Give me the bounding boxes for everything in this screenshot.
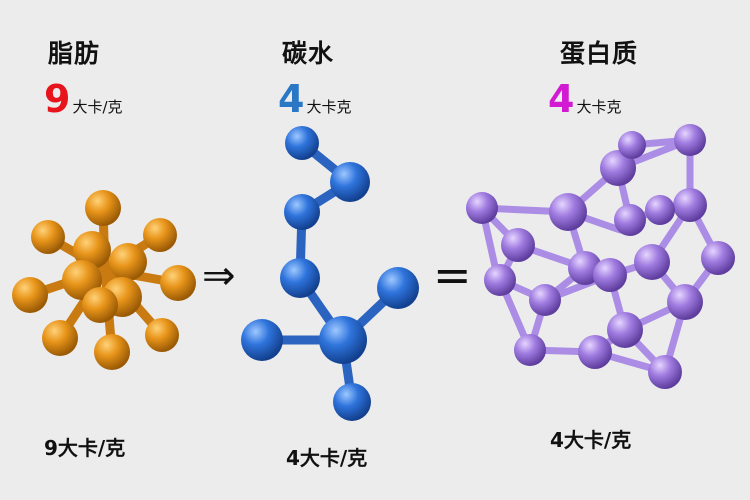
protein-atom — [466, 192, 498, 224]
fat-atom — [160, 265, 196, 301]
fat-atom — [42, 320, 78, 356]
fat-molecule — [12, 190, 196, 370]
protein-atom — [600, 150, 636, 186]
fat-atom — [85, 190, 121, 226]
carb-atom — [319, 316, 367, 364]
protein-atom — [593, 258, 627, 292]
fat-atom — [94, 334, 130, 370]
carb-atom — [241, 319, 283, 361]
fat-energy-number: 9 — [44, 77, 71, 121]
fat-energy-unit: 大卡/克 — [72, 98, 123, 116]
carb-molecule — [241, 126, 419, 421]
protein-atom — [607, 312, 643, 348]
protein-atom — [674, 124, 706, 156]
protein-energy-number: 4 — [548, 77, 575, 121]
protein-energy-label: 4 大卡克 — [548, 80, 621, 118]
carb-atom — [333, 383, 371, 421]
fat-atom — [31, 220, 65, 254]
protein-atom — [549, 193, 587, 231]
fat-atom — [12, 277, 48, 313]
fat-atom — [145, 318, 179, 352]
protein-caption: 4大卡/克 — [550, 428, 632, 452]
protein-atom — [578, 335, 612, 369]
carb-energy-unit: 大卡克 — [306, 98, 352, 116]
fat-atom — [109, 243, 147, 281]
carb-atom — [377, 267, 419, 309]
protein-molecule — [466, 124, 735, 389]
carb-caption: 4大卡/克 — [286, 446, 368, 470]
carb-atom — [330, 162, 370, 202]
carb-atom — [280, 258, 320, 298]
protein-atom — [501, 228, 535, 262]
equals-symbol: = — [433, 248, 472, 302]
protein-atom — [614, 204, 646, 236]
carb-energy-number: 4 — [278, 77, 305, 121]
carb-atom — [284, 194, 320, 230]
fat-energy-label: 9 大卡/克 — [44, 80, 123, 118]
protein-title: 蛋白质 — [560, 39, 639, 68]
protein-atom — [667, 284, 703, 320]
fat-title: 脂肪 — [48, 39, 101, 68]
fat-atom — [73, 231, 111, 269]
carb-atom — [285, 126, 319, 160]
fat-atom — [82, 287, 118, 323]
protein-atom — [645, 195, 675, 225]
protein-atom — [701, 241, 735, 275]
protein-atom — [648, 355, 682, 389]
fat-atom — [143, 218, 177, 252]
protein-atom — [514, 334, 546, 366]
fat-caption: 9大卡/克 — [44, 436, 126, 460]
protein-atom — [634, 244, 670, 280]
implies-arrow-symbol: ⇒ — [202, 253, 236, 299]
carb-energy-label: 4 大卡克 — [278, 80, 351, 118]
carb-title: 碳水 — [282, 39, 335, 68]
protein-atom — [618, 131, 646, 159]
protein-atom — [529, 284, 561, 316]
protein-energy-unit: 大卡克 — [576, 98, 622, 116]
protein-atom — [484, 264, 516, 296]
protein-atom — [673, 188, 707, 222]
